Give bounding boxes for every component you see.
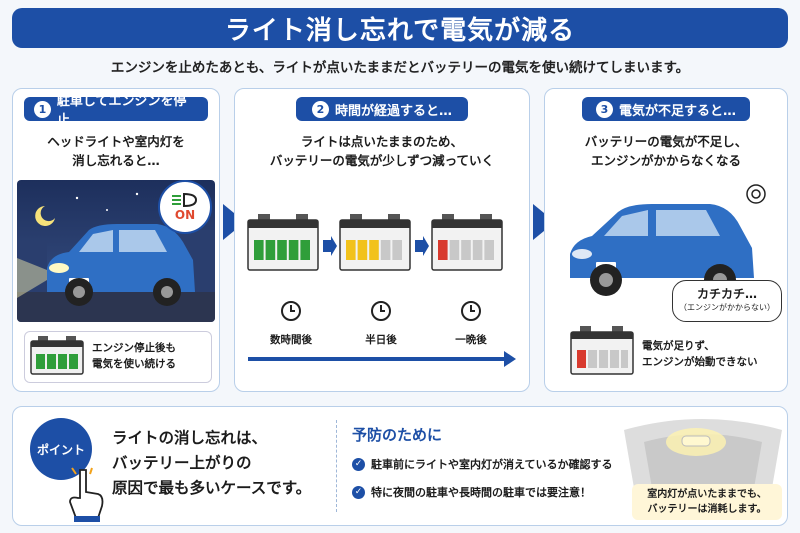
- step3-battery-note-line1: 電気が足りず、: [642, 340, 715, 352]
- night-car-illustration: [17, 192, 215, 322]
- step1-text: ヘッドライトや室内灯を 消し忘れると…: [12, 132, 220, 170]
- step1-text-line2: 消し忘れると…: [72, 153, 160, 168]
- battery-1: [247, 214, 319, 271]
- battery-empty-icon: [570, 326, 634, 375]
- time-item: 数時間後: [254, 300, 328, 347]
- check-text-2: 特に夜間の駐車や長時間の駐車では要注意！: [371, 486, 591, 499]
- time-label-1: 数時間後: [270, 334, 312, 346]
- step3-header: 3 電気が不足すると…: [582, 97, 750, 121]
- battery-drain-sequence: [247, 214, 503, 271]
- interior-light-note: 室内灯が点いたままでも、 バッテリーは消耗します。: [632, 484, 782, 520]
- step1-header: 1 駐車してエンジンを停止: [24, 94, 208, 128]
- battery-arrow-1: [323, 236, 337, 256]
- time-item: 半日後: [344, 300, 418, 347]
- check-icon: ✓: [352, 457, 365, 471]
- step3-number: 3: [595, 100, 613, 118]
- step1-label: 駐車してエンジンを停止: [56, 94, 187, 128]
- step1-number: 1: [34, 100, 51, 118]
- step2-header: 2 時間が経過すると…: [296, 97, 468, 121]
- confused-swirl-icon: [746, 184, 766, 204]
- moon-icon: [35, 206, 55, 226]
- timeline-arrow-head: [504, 351, 516, 367]
- interior-light-illustration: [624, 419, 782, 488]
- check-icon: ✓: [352, 485, 365, 499]
- headlight-on-badge: ON: [158, 180, 212, 234]
- step1-text-line1: ヘッドライトや室内灯を: [47, 134, 185, 149]
- battery-2: [339, 214, 411, 271]
- step2-text-line1: ライトは点いたままのため、: [300, 134, 464, 149]
- step3-text-line1: バッテリーの電気が不足し、: [584, 134, 748, 149]
- clock-icon: [281, 301, 301, 321]
- battery-full-icon: [30, 336, 84, 375]
- clock-icon: [461, 301, 481, 321]
- step2-text-line2: バッテリーの電気が少しずつ減っていく: [269, 153, 495, 168]
- clock-icon: [371, 301, 391, 321]
- time-label-2: 半日後: [365, 334, 397, 346]
- point-text: ライトの消し忘れは、 バッテリー上がりの 原因で最も多いケースです。: [112, 426, 311, 501]
- step1-battery-note-line2: 電気を使い続ける: [92, 358, 176, 370]
- step3-battery-note-line2: エンジンが始動できない: [642, 356, 758, 368]
- on-label: ON: [174, 208, 196, 222]
- prevention-title: 予防のために: [352, 426, 443, 444]
- page-subtitle: エンジンを止めたあとも、ライトが点いたままだとバッテリーの電気を使い続けてしまい…: [110, 60, 690, 76]
- point-line1: ライトの消し忘れは、: [112, 429, 268, 447]
- step3-text-line2: エンジンがかからなくなる: [590, 153, 741, 168]
- step3-battery-note: 電気が足りず、 エンジンが始動できない: [642, 338, 758, 370]
- bottom-divider: [336, 420, 337, 512]
- step3-text: バッテリーの電気が不足し、 エンジンがかからなくなる: [544, 132, 788, 170]
- point-line2: バッテリー上がりの: [112, 454, 252, 472]
- time-row: 数時間後 半日後 一晩後: [244, 300, 520, 354]
- bubble-sub-text: （エンジンがかからない）: [679, 303, 775, 312]
- night-scene: [17, 180, 215, 322]
- step1-battery-note: エンジン停止後も 電気を使い続ける: [92, 340, 176, 372]
- bubble-main-text: カチカチ…: [696, 287, 757, 301]
- step2-label: 時間が経過すると…: [334, 103, 452, 119]
- note-line1: 室内灯が点いたままでも、: [647, 489, 767, 500]
- step3-label: 電気が不足すると…: [618, 103, 736, 119]
- page-title: ライト消し忘れで電気が減る: [12, 8, 788, 48]
- timeline-arrow-stem: [248, 357, 506, 361]
- headlight-icon: [172, 192, 198, 208]
- prevention-check-2: ✓ 特に夜間の駐車や長時間の駐車では要注意！: [352, 484, 591, 500]
- prevention-check-1: ✓ 駐車前にライトや室内灯が消えているか確認する: [352, 456, 612, 472]
- time-item: 一晩後: [434, 300, 508, 347]
- step2-number: 2: [311, 100, 329, 118]
- battery-3: [431, 214, 503, 271]
- check-text-1: 駐車前にライトや室内灯が消えているか確認する: [371, 458, 613, 471]
- speech-bubble: カチカチ… （エンジンがかからない）: [672, 280, 782, 322]
- note-line2: バッテリーは消耗します。: [647, 504, 767, 515]
- pointing-hand-icon: [69, 467, 104, 522]
- step1-battery-note-line1: エンジン停止後も: [92, 342, 176, 354]
- battery-arrow-2: [415, 236, 429, 256]
- step2-text: ライトは点いたままのため、 バッテリーの電気が少しずつ減っていく: [234, 132, 530, 170]
- time-label-3: 一晩後: [455, 334, 487, 346]
- point-line3: 原因で最も多いケースです。: [112, 479, 312, 497]
